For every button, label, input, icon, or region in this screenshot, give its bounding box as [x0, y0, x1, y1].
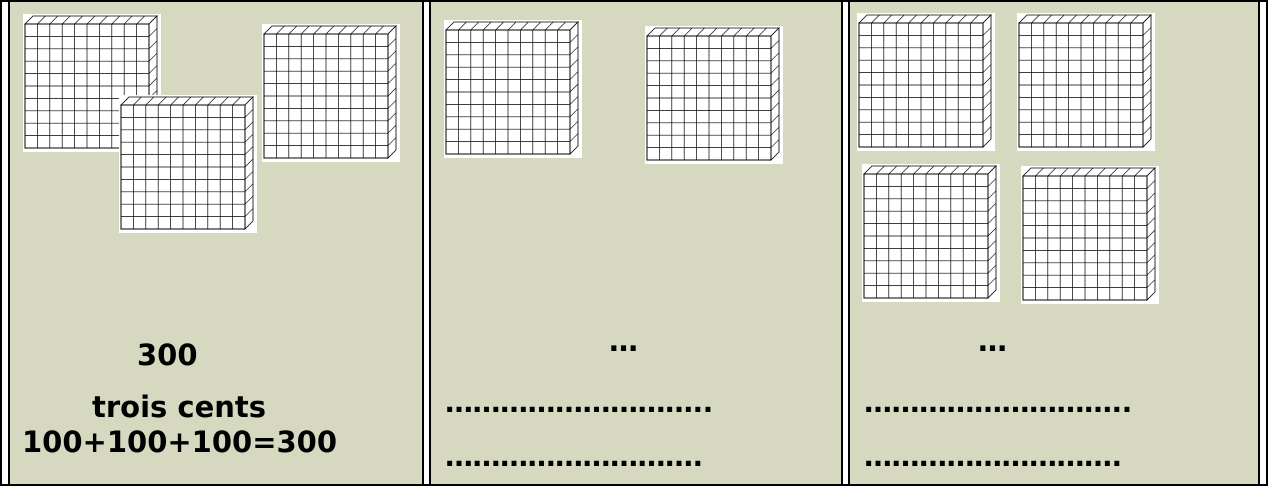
hundred-block-icon — [1021, 166, 1159, 304]
table-left-border — [2, 2, 10, 484]
number-placeholder: … — [978, 324, 1006, 358]
hundred-block-icon — [262, 24, 400, 162]
hundred-block-icon — [857, 13, 995, 151]
addition-sentence: 100+100+100=300 — [22, 425, 337, 459]
hundred-block-icon — [119, 95, 257, 233]
number-placeholder: … — [609, 324, 637, 358]
answer-line-sum: ………………………. — [445, 440, 703, 473]
answer-line-sum: ………………………. — [864, 440, 1122, 473]
answer-line-words: ……………………….. — [445, 386, 713, 419]
hundred-block-icon — [1017, 13, 1155, 151]
number-value: 300 — [137, 338, 198, 372]
number-in-words: trois cents — [92, 390, 266, 424]
hundred-block-icon — [444, 20, 582, 158]
hundred-block-icon — [862, 164, 1000, 302]
hundred-block-icon — [645, 26, 783, 164]
answer-line-words: ……………………….. — [864, 386, 1132, 419]
